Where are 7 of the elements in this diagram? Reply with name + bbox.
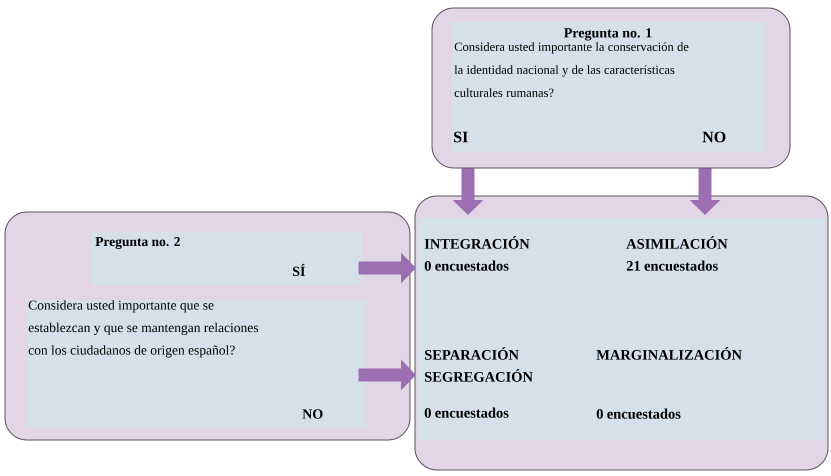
category-label: ASIMILACIÓN 21 encuestados: [626, 236, 728, 271]
category-label: MARGINALIZACIÓN 0 encuestados: [596, 347, 742, 419]
question-box: Pregunta no. 2 SÍ Considera usted importante que se establezcan y que se mantengan relaciones con los ciudadanos de origen español? NO: [4, 212, 410, 440]
category-label: INTEGRACIÓN 0 encuestados: [424, 236, 530, 271]
category-label: SEPARACIÓN SEGREGACIÓN 0 encuestados: [424, 347, 533, 418]
result-box: [414, 196, 828, 470]
question-box: Pregunta no. 1 Considera usted importante la conservación de la identidad nacional y de las características culturales rumanas? SI NO: [432, 8, 790, 168]
